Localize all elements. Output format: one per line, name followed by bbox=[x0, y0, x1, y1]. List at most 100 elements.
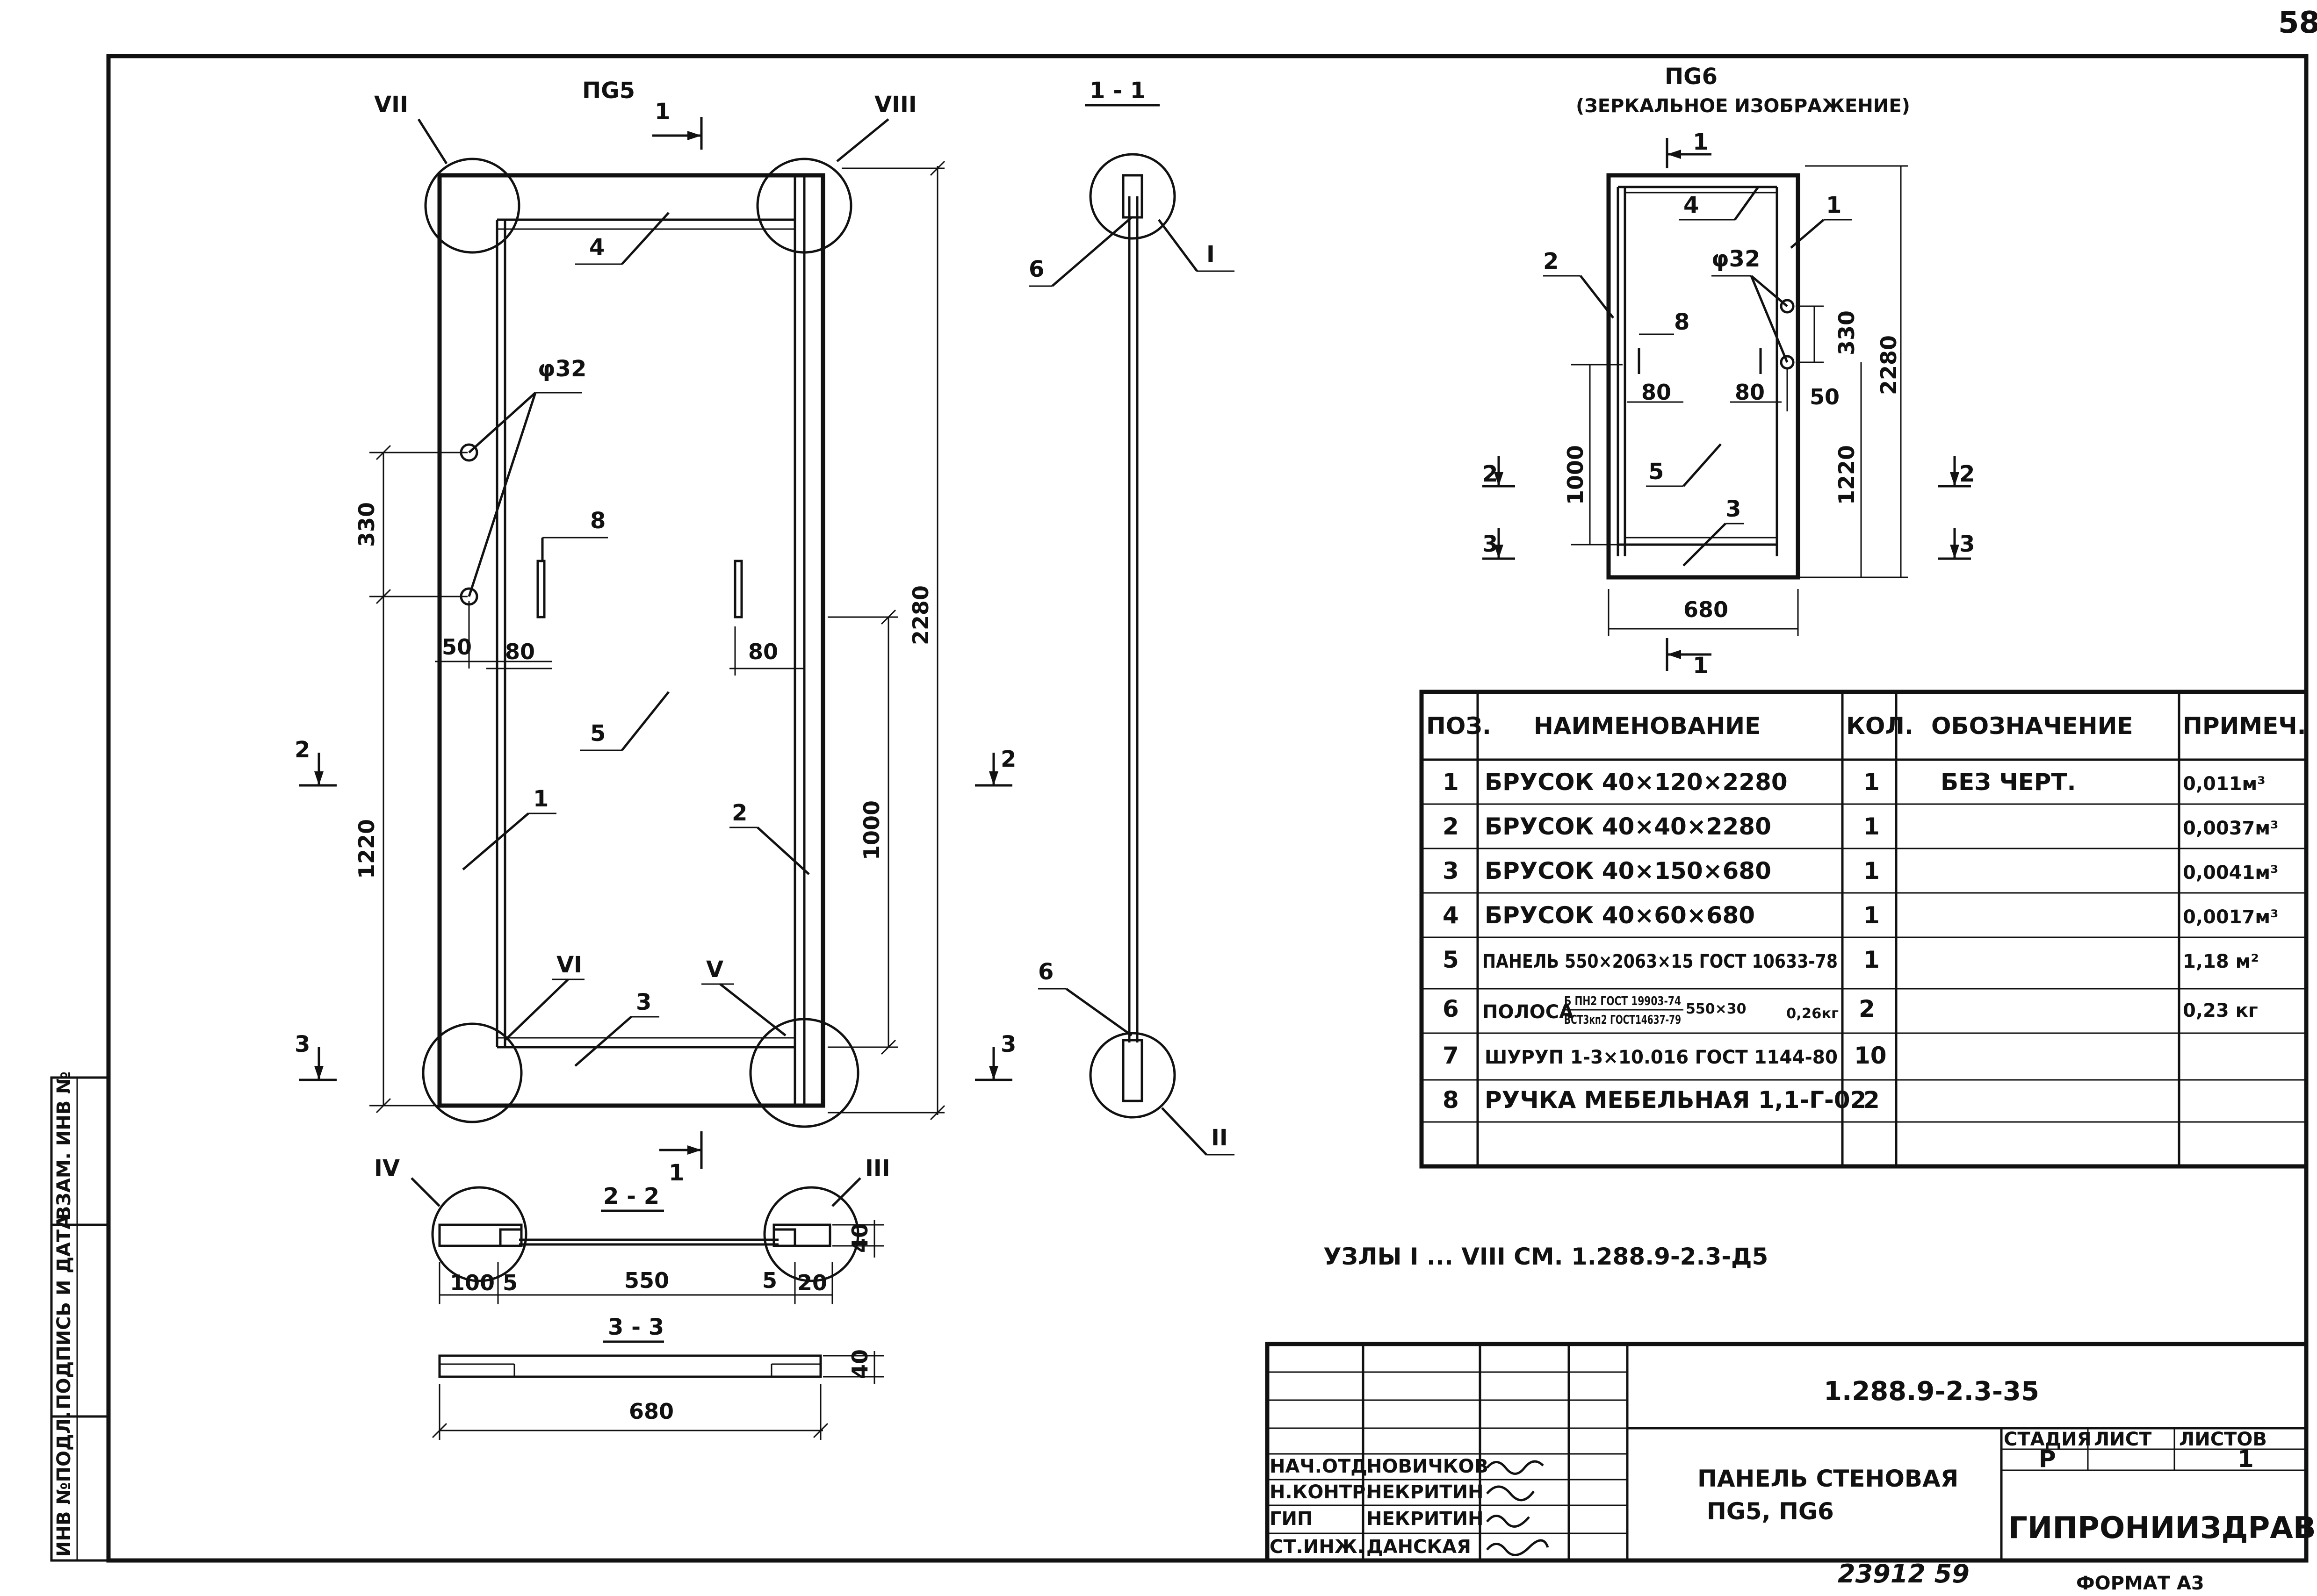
pg6-sec1-top: 1 bbox=[1693, 129, 1708, 155]
pg6-frame-outer bbox=[1606, 173, 1800, 580]
sec33-dim-40: 40 bbox=[847, 1349, 873, 1379]
sec33-title: 3 - 3 bbox=[608, 1314, 664, 1340]
node-circle-v bbox=[749, 1018, 859, 1128]
section-3-3: 3 - 3 680 40 bbox=[432, 1314, 884, 1440]
stage-value: Р bbox=[2039, 1445, 2056, 1473]
spec-row-2-name: БРУСОК 40×40×2280 bbox=[1485, 813, 1771, 840]
spec-row-3-pos: 3 bbox=[1443, 857, 1459, 884]
node-mark-iii: III bbox=[865, 1155, 890, 1181]
node-circle-ii bbox=[1089, 1032, 1176, 1119]
sec11-callout-6-bottom: 6 bbox=[1038, 959, 1054, 985]
sec11-node-ii: II bbox=[1211, 1125, 1228, 1151]
spec-row-8-name: РУЧКА МЕБЕЛЬНАЯ 1,1-Г-02 bbox=[1485, 1086, 1866, 1114]
node-mark-vii: VII bbox=[374, 92, 408, 118]
pg6-dim-80b: 80 bbox=[1735, 380, 1765, 405]
pg5-dim-330: 330 bbox=[354, 502, 379, 547]
spec-row-5-note: 1,18 м² bbox=[2183, 951, 2259, 972]
spec-row-4-name: БРУСОК 40×60×680 bbox=[1485, 902, 1755, 929]
pg6-dim-1220: 1220 bbox=[1834, 445, 1859, 505]
spec-header-qty: КОЛ. bbox=[1846, 712, 1913, 740]
pg6-callout-5: 5 bbox=[1648, 459, 1664, 485]
spec-row-8-pos: 8 bbox=[1443, 1086, 1459, 1114]
spec-row-8-qty: 2 bbox=[1863, 1086, 1880, 1114]
pg5-title: ПG5 bbox=[582, 78, 635, 104]
signer-name-4: ДАНСКАЯ bbox=[1366, 1536, 1471, 1558]
organization: ГИПРОНИИЗДРАВ bbox=[2008, 1511, 2316, 1546]
spec-header-note: ПРИМЕЧ. bbox=[2183, 712, 2306, 740]
signer-role-2: Н.КОНТР. bbox=[1270, 1481, 1373, 1503]
format-label: ФОРМАТ А3 bbox=[2076, 1573, 2204, 1594]
pg5-callout-1: 1 bbox=[533, 786, 549, 812]
spec-row-2-note: 0,0037м³ bbox=[2183, 818, 2279, 839]
view-pg6: ПG6 (ЗЕРКАЛЬНОЕ ИЗОБРАЖЕНИЕ) 1 1 2 2 3 3 bbox=[1482, 64, 1975, 679]
spec-header-designation: ОБОЗНАЧЕНИЕ bbox=[1931, 712, 2133, 740]
signer-role-1: НАЧ.ОТД. bbox=[1270, 1456, 1374, 1477]
spec-row-5-pos: 5 bbox=[1443, 946, 1459, 973]
spec-row-3-name: БРУСОК 40×150×680 bbox=[1485, 857, 1771, 884]
spec-table: ПОЗ. НАИМЕНОВАНИЕ КОЛ. ОБОЗНАЧЕНИЕ ПРИМЕ… bbox=[1419, 690, 2309, 1169]
node-circle-vi bbox=[422, 1022, 523, 1123]
spec-row-7-qty: 10 bbox=[1854, 1042, 1887, 1069]
nodes-note: УЗЛЫ I ... VIII СМ. 1.288.9-2.3-Д5 bbox=[1323, 1243, 1768, 1270]
spec-row-3-qty: 1 bbox=[1863, 857, 1880, 884]
title-block: 1.288.9-2.3-35 НАЧ.ОТД. НОВИЧКОВ Н.КОНТР… bbox=[1265, 1342, 2316, 1563]
pg5-sec1-bottom: 1 bbox=[669, 1160, 684, 1186]
sec22-dim-40: 40 bbox=[847, 1223, 873, 1253]
pg5-handle-left bbox=[536, 560, 546, 618]
spec-row-6-qty: 2 bbox=[1859, 995, 1875, 1022]
pg6-hole-lower bbox=[1780, 355, 1795, 370]
spec-row-6-suffix: 550×30 bbox=[1686, 1001, 1747, 1017]
sheets-value: 1 bbox=[2238, 1445, 2254, 1473]
sec22-dim-550: 550 bbox=[624, 1268, 669, 1293]
node-mark-viii: VIII bbox=[874, 92, 917, 118]
spec-row-6-mass: 0,26кг bbox=[1786, 1006, 1839, 1022]
signer-role-3: ГИП bbox=[1270, 1508, 1313, 1530]
sec22-dim-5b: 5 bbox=[762, 1268, 777, 1293]
pg6-callout-3: 3 bbox=[1725, 496, 1741, 522]
spec-row-6-note: 0,23 кг bbox=[2183, 1000, 2258, 1021]
spec-row-3-note: 0,0041м³ bbox=[2183, 862, 2279, 884]
node-mark-iv: IV bbox=[374, 1155, 400, 1181]
pg6-subtitle: (ЗЕРКАЛЬНОЕ ИЗОБРАЖЕНИЕ) bbox=[1576, 95, 1910, 117]
node-mark-v: V bbox=[706, 956, 723, 983]
pg5-callout-2: 2 bbox=[732, 800, 747, 826]
signature-3 bbox=[1486, 1515, 1530, 1528]
sec22-dim-20: 20 bbox=[797, 1270, 827, 1295]
sec22-dim-5a: 5 bbox=[503, 1270, 518, 1295]
pg5-sec3-right: 3 bbox=[1001, 1031, 1016, 1057]
spec-row-7-name: ШУРУП 1-3×10.016 ГОСТ 1144-80 bbox=[1485, 1047, 1838, 1068]
spec-row-5-name: ПАНЕЛЬ 550×2063×15 ГОСТ 10633-78 bbox=[1482, 951, 1838, 972]
pg6-dim-50: 50 bbox=[1810, 384, 1840, 410]
signature-4 bbox=[1486, 1539, 1549, 1556]
pg5-dim-2280: 2280 bbox=[908, 585, 933, 645]
spec-row-6-frac-top: Б ПН2 ГОСТ 19903-74 bbox=[1564, 994, 1681, 1008]
signer-name-3: НЕКРИТИН bbox=[1366, 1508, 1484, 1530]
signer-name-1: НОВИЧКОВ bbox=[1366, 1456, 1488, 1477]
node-circle-i bbox=[1089, 153, 1176, 240]
signer-role-4: СТ.ИНЖ. bbox=[1270, 1536, 1364, 1558]
pg6-sec1-bottom: 1 bbox=[1693, 653, 1708, 679]
signature-1 bbox=[1486, 1460, 1544, 1475]
pg5-dim-1000: 1000 bbox=[859, 800, 884, 860]
spec-row-1-note: 0,011м³ bbox=[2183, 773, 2266, 795]
spec-row-4-qty: 1 bbox=[1863, 902, 1880, 929]
pg5-sec2-right: 2 bbox=[1001, 746, 1016, 772]
node-circle-viii bbox=[756, 158, 852, 254]
sec33-dim-680: 680 bbox=[629, 1399, 674, 1424]
spec-row-6-pos: 6 bbox=[1443, 995, 1459, 1022]
pg6-dim-1000: 1000 bbox=[1563, 445, 1588, 505]
pg5-frame-outer bbox=[437, 173, 825, 1108]
node-circle-iii bbox=[763, 1186, 859, 1282]
stamp-signature-date: ПОДПИСЬ И ДАТА bbox=[53, 1215, 75, 1409]
pg5-dim-80a: 80 bbox=[505, 639, 535, 664]
pg5-dim-50: 50 bbox=[442, 634, 472, 660]
doc-name-line2: ПG5, ПG6 bbox=[1707, 1498, 1834, 1525]
node-mark-vi: VI bbox=[556, 952, 582, 978]
pg5-sec3-left: 3 bbox=[295, 1031, 310, 1057]
side-stamp: ИНВ №ПОДЛ. ПОДПИСЬ И ДАТА ВЗАМ. ИНВ № bbox=[50, 1071, 110, 1562]
signature-2 bbox=[1486, 1485, 1535, 1502]
sec22-title: 2 - 2 bbox=[603, 1183, 659, 1209]
spec-row-2-qty: 1 bbox=[1863, 813, 1880, 840]
pg5-sec2-left: 2 bbox=[295, 737, 310, 763]
